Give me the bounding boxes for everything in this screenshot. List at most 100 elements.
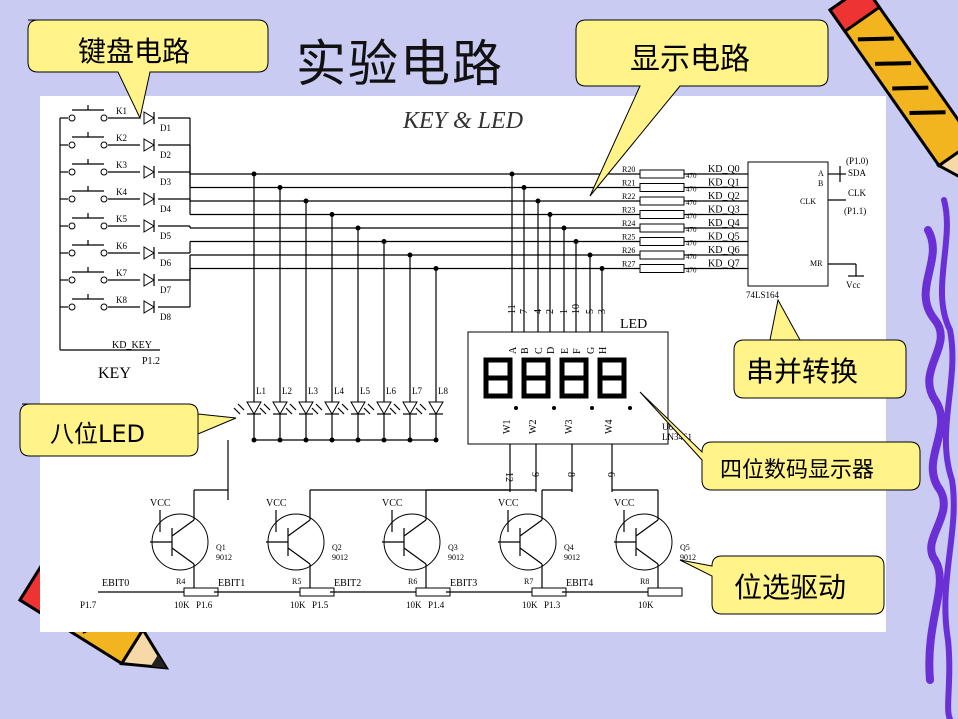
led-ray (415, 407, 423, 415)
ic-pin-a: A (818, 169, 824, 178)
port-label: P1.7 (80, 600, 97, 610)
kd-key-label: KD_KEY (112, 340, 152, 351)
led-ray (419, 403, 427, 411)
resistor-label: R20 (622, 165, 635, 174)
schematic-components: K1D1R20470KD_Q0K2D2R21470KD_Q1K3D3R22470… (60, 105, 868, 610)
display-body (467, 331, 669, 445)
led-ray (237, 403, 245, 411)
led-symbol (350, 401, 366, 415)
key-label: K3 (116, 160, 127, 170)
diode-label: D4 (160, 204, 171, 214)
key-contact (68, 303, 76, 311)
diode-symbol (143, 165, 155, 179)
key-contact (100, 249, 108, 257)
kd-q-label: KD_Q7 (708, 259, 740, 270)
kd-q-label: KD_Q5 (708, 232, 740, 243)
transistor-part: 9012 (448, 553, 464, 562)
vcc-label: VCC (266, 498, 287, 509)
vcc-label: VCC (150, 498, 171, 509)
schematic-header: KEY & LED (402, 108, 523, 134)
key-contact (100, 303, 108, 311)
callout-keyboard-text: 键盘电路 (78, 35, 191, 68)
digit-pin-number: 12 (503, 472, 514, 482)
led-label: L1 (256, 386, 266, 396)
led-symbol (428, 401, 444, 415)
led-label: L8 (438, 386, 448, 396)
led-ray (337, 407, 345, 415)
led-ray (311, 407, 319, 415)
seg-letter: C (534, 347, 545, 354)
led-label: L5 (360, 386, 370, 396)
key-contact (68, 141, 76, 149)
transistor-name: Q2 (332, 543, 342, 552)
ic-pin-clk: CLK (800, 197, 816, 206)
key-label: K8 (116, 295, 127, 305)
resistor (639, 183, 685, 192)
resistor-label: R23 (622, 206, 635, 215)
decimal-point (552, 406, 556, 410)
resistor (639, 169, 685, 179)
seg-letter: B (520, 347, 531, 354)
seven-seg-digit (597, 357, 627, 399)
resistor-label: R24 (622, 219, 635, 228)
base-resistor (299, 587, 335, 597)
seg-pin-number: 1 (559, 309, 570, 314)
seg-pin-number: 7 (519, 309, 530, 314)
base-resistor (647, 587, 683, 597)
key-contact (100, 114, 108, 122)
digit-pin-number: 8 (565, 472, 576, 477)
diode-label: D5 (160, 231, 171, 241)
led-ray (285, 407, 293, 415)
digit-pin-label: W2 (528, 420, 539, 434)
key-contact (100, 195, 108, 203)
key-contact (100, 222, 108, 230)
display-part-u6: U6 (662, 422, 673, 432)
transistor-name: Q4 (564, 543, 574, 552)
seg-letter: E (560, 348, 571, 354)
led-ray (393, 403, 401, 411)
resistor (639, 223, 685, 233)
resistor-value: 10K (174, 600, 190, 610)
seg-pin-number: 11 (507, 304, 518, 314)
led-symbol (324, 401, 340, 415)
diode-symbol (143, 300, 155, 314)
ebit-label: EBIT3 (450, 578, 477, 589)
digit-pin-label: W1 (502, 420, 513, 434)
resistor-value: 470 (686, 253, 697, 261)
key-label: K2 (116, 133, 127, 143)
decimal-point (628, 406, 632, 410)
diode-symbol (143, 273, 155, 287)
port-label: P1.4 (428, 600, 445, 610)
kd-q-label: KD_Q4 (708, 218, 740, 229)
key-contact (68, 168, 76, 176)
transistor-emitter (287, 547, 311, 565)
diode-label: D1 (160, 123, 171, 133)
seg-letter: D (546, 347, 557, 354)
ic-p10: (P1.0) (846, 156, 868, 166)
seven-seg-digit (483, 357, 513, 399)
port-label: P1.3 (544, 600, 561, 610)
digit-pin-label: W3 (564, 420, 575, 434)
transistor-part: 9012 (216, 553, 232, 562)
resistor-value: 10K (638, 600, 654, 610)
base-resistor (531, 587, 567, 597)
transistor-collector (403, 519, 427, 537)
led-ray (289, 403, 297, 411)
key-contact (100, 276, 108, 284)
vcc-label: VCC (498, 498, 519, 509)
resistor (639, 196, 685, 206)
resistor (639, 264, 685, 273)
ic-part-label: 74LS164 (746, 290, 780, 300)
diode-symbol (143, 246, 155, 260)
key-label: K7 (116, 268, 127, 278)
resistor-value: 470 (686, 186, 697, 194)
p12-label: P1.2 (142, 356, 160, 367)
key-label: KEY (98, 365, 131, 382)
display-part-ln: LN3461 (662, 432, 692, 442)
resistor (639, 250, 685, 260)
led-label: L6 (386, 386, 396, 396)
transistor-collector (635, 519, 659, 537)
callout-bitselect-text: 位选驱动 (734, 571, 847, 604)
port-label: P1.6 (196, 600, 213, 610)
callout-serial-text: 串并转换 (746, 355, 859, 388)
